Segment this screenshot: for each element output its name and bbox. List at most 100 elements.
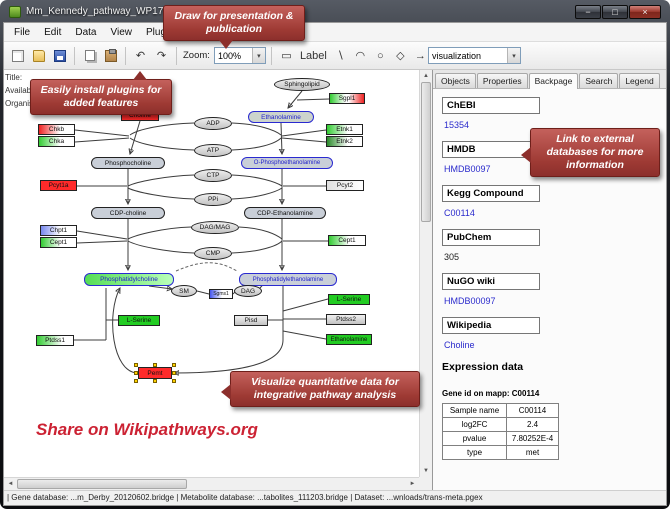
pathway-node-pisd[interactable]: Pisd: [234, 315, 268, 326]
connector-tool-button[interactable]: →: [414, 49, 426, 62]
backpage-value-kegg-compound[interactable]: C00114: [444, 208, 475, 218]
pathway-node-pcyt2[interactable]: Pcyt2: [326, 180, 364, 191]
menu-plugins[interactable]: Plugins: [139, 24, 186, 41]
backpage-value-wikipedia[interactable]: Choline: [444, 340, 475, 350]
pathway-node-cdp-choline[interactable]: CDP-choline: [91, 207, 165, 219]
pathway-node-atp[interactable]: ATP: [194, 144, 232, 157]
pathway-node-l-serine[interactable]: L-Serine: [118, 315, 160, 326]
selection-handle[interactable]: [153, 379, 157, 383]
pathway-node-o-phosphoethanolamine[interactable]: O-Phosphoethanolamine: [241, 157, 333, 169]
pathway-node-phosphatidylethanolamine[interactable]: Phosphatidylethanolamine: [239, 273, 337, 286]
vertical-scroll-thumb[interactable]: [421, 82, 431, 222]
title-bar[interactable]: Mm_Kennedy_pathway_WP1771_45176.gpml − □…: [3, 1, 667, 22]
selection-handle[interactable]: [172, 363, 176, 367]
save-button[interactable]: [50, 46, 69, 65]
zoom-combobox[interactable]: 100% ▾: [213, 47, 266, 64]
minimize-button[interactable]: −: [575, 4, 601, 19]
redo-button[interactable]: ↷: [156, 50, 167, 62]
arc-tool-button[interactable]: ◠: [355, 50, 366, 62]
zoom-value: 100%: [217, 50, 241, 61]
menu-data[interactable]: Data: [75, 26, 97, 38]
canvas-label: Title:: [5, 73, 23, 82]
pathway-node-ethanolamine[interactable]: Ethanolamine: [248, 111, 314, 123]
line-tool-button[interactable]: ∖: [336, 50, 344, 62]
pathway-node-sm[interactable]: SM: [171, 285, 197, 297]
pathway-node-ethanolamine[interactable]: Ethanolamine: [326, 334, 372, 345]
selection-handle[interactable]: [134, 379, 138, 383]
app-icon: [9, 5, 21, 18]
toolbar-separator: [176, 46, 177, 65]
new-file-button[interactable]: [8, 46, 27, 65]
horizontal-scrollbar[interactable]: ◄ ►: [4, 477, 419, 490]
scroll-down-icon[interactable]: ▼: [423, 468, 429, 474]
selection-handle[interactable]: [172, 379, 176, 383]
pathway-node-dag[interactable]: DAG: [234, 285, 262, 297]
pathway-node-pemt[interactable]: Pemt: [138, 367, 172, 379]
tab-backpage[interactable]: Backpage: [528, 73, 579, 89]
backpage-value-nugo-wiki[interactable]: HMDB00097: [444, 296, 496, 306]
copy-button[interactable]: [80, 46, 99, 65]
chevron-down-icon[interactable]: ▾: [251, 48, 265, 63]
tab-search[interactable]: Search: [579, 73, 619, 88]
pathway-node-ptdss1[interactable]: Ptdss1: [36, 335, 74, 346]
pathway-node-phosphocholine[interactable]: Phosphocholine: [91, 157, 165, 169]
drawing-tools-group: ▭Label∖◠○◇→▾: [277, 46, 450, 65]
backpage-value-chebi[interactable]: 15354: [444, 120, 470, 130]
menu-edit[interactable]: Edit: [44, 26, 62, 38]
undo-button[interactable]: ↶: [135, 50, 146, 62]
oval-tool-button[interactable]: ○: [377, 49, 384, 62]
visualization-combobox[interactable]: visualization ▾: [428, 47, 521, 64]
pathway-node-ctp[interactable]: CTP: [194, 169, 232, 182]
tab-properties[interactable]: Properties: [476, 73, 528, 88]
pathway-node-chka[interactable]: Chka: [38, 136, 75, 147]
tab-legend[interactable]: Legend: [619, 73, 660, 88]
pathway-node-l-serine[interactable]: L-Serine: [328, 294, 370, 305]
selection-handle[interactable]: [153, 363, 157, 367]
pathway-node-cept1[interactable]: Cept1: [40, 237, 77, 248]
pathway-node-ptdss2[interactable]: Ptdss2: [326, 314, 366, 325]
horizontal-scroll-thumb[interactable]: [17, 479, 187, 489]
pathway-node-cept1[interactable]: Cept1: [328, 235, 366, 246]
selection-handle[interactable]: [134, 363, 138, 367]
scroll-right-icon[interactable]: ►: [409, 481, 416, 487]
tab-objects[interactable]: Objects: [435, 73, 476, 88]
pathway-node-pcyt1a[interactable]: Pcyt1a: [40, 180, 77, 191]
open-file-button[interactable]: [29, 46, 48, 65]
scroll-up-icon[interactable]: ▲: [423, 73, 429, 79]
pathway-node-etnk2[interactable]: Etnk2: [326, 136, 363, 147]
close-button[interactable]: ×: [629, 4, 661, 19]
pathway-node-cmp[interactable]: CMP: [194, 247, 232, 260]
pathway-node-sphingolipid[interactable]: Sphingolipid: [274, 78, 330, 91]
pathway-node-sgms1[interactable]: Sgms1: [209, 289, 233, 299]
selection-handle[interactable]: [172, 371, 176, 375]
pathway-node-etnk1[interactable]: Etnk1: [326, 124, 363, 135]
menu-file[interactable]: File: [14, 26, 31, 38]
label-tool-button[interactable]: Label: [299, 49, 327, 62]
pathway-node-dag-mag[interactable]: DAG/MAG: [191, 221, 239, 234]
pathway-node-chpt1[interactable]: Chpt1: [40, 225, 77, 236]
pathway-node-adp[interactable]: ADP: [194, 117, 232, 130]
scroll-left-icon[interactable]: ◄: [7, 481, 14, 487]
shape-tool-button[interactable]: ◇: [396, 50, 405, 62]
selection-tool-button[interactable]: ▭: [281, 50, 292, 62]
chevron-down-icon[interactable]: ▾: [507, 48, 520, 63]
paste-button[interactable]: [101, 46, 120, 65]
pathway-node-ppi[interactable]: PPi: [194, 193, 232, 206]
pathway-node-sgpl1[interactable]: Sgpl1: [329, 93, 365, 104]
pathway-node-chkb[interactable]: Chkb: [38, 124, 75, 135]
vertical-scrollbar[interactable]: ▲ ▼: [419, 70, 432, 477]
menu-view[interactable]: View: [110, 26, 132, 38]
callout-pointer-icon: [521, 147, 531, 163]
zoom-label: Zoom:: [183, 50, 210, 61]
selection-handle[interactable]: [134, 371, 138, 375]
maximize-button[interactable]: □: [602, 4, 628, 19]
pathway-node-cdp-ethanolamine[interactable]: CDP-Ethanolamine: [244, 207, 326, 219]
callout-pointer-icon: [219, 40, 233, 50]
pathway-node-phosphatidylcholine[interactable]: Phosphatidylcholine: [84, 273, 174, 286]
backpage-value-hmdb[interactable]: HMDB0097: [444, 164, 491, 174]
